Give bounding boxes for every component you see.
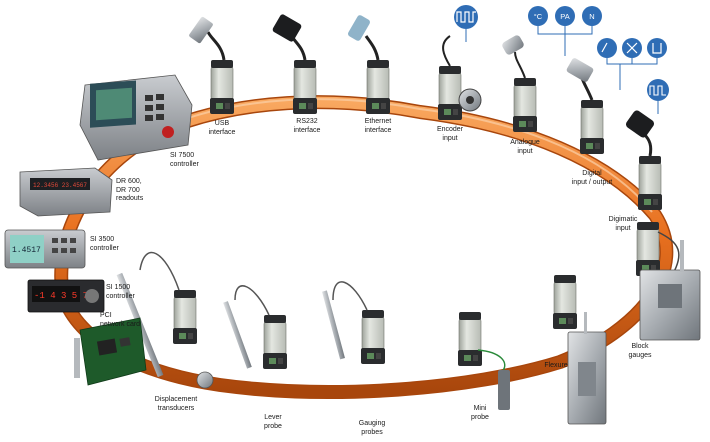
- gauging-probe-module: [322, 281, 386, 365]
- lever-probe-module: [223, 285, 288, 370]
- analogue-label: Analogue input: [510, 139, 540, 155]
- temperature-icon: [528, 6, 548, 26]
- network-ring-highlight: [167, 98, 653, 213]
- switch-icon: [597, 38, 617, 58]
- mini-probe-icon: [498, 370, 510, 410]
- analogue-sensor-icon: [502, 35, 524, 55]
- digimatic-module: [626, 110, 663, 211]
- usb-module: [189, 16, 235, 115]
- force-symbol: N: [589, 12, 595, 21]
- pci-network-card: [74, 317, 147, 386]
- rj45-plug-icon: [348, 15, 370, 41]
- gauging-probe-icon: [322, 290, 345, 360]
- relay-icon: [647, 38, 667, 58]
- displacement-label: Displacement transducers: [154, 396, 198, 412]
- ethernet-label: Ethernet interface: [364, 118, 392, 134]
- si7500-controller: [79, 74, 193, 161]
- rs232-module: [272, 14, 318, 115]
- si3500-label: SI 3500 controller: [90, 236, 119, 252]
- digital-io-label: Digital input / output: [571, 170, 613, 186]
- rs232-label: RS232 interface: [293, 118, 321, 134]
- db9-connector-icon: [272, 14, 302, 42]
- pci-label: PCI network card: [100, 312, 141, 328]
- block-gauge-device: [639, 240, 701, 341]
- sensor-icon-group-top: [528, 6, 602, 56]
- digital-io-module: [566, 58, 605, 155]
- flexure-module: [552, 274, 578, 330]
- gauging-probes-label: Gauging probes: [358, 420, 386, 436]
- digimatic-connector-icon: [626, 110, 654, 138]
- dr600-readout-device: 12.3456 23.4567: [19, 167, 113, 217]
- digimatic-label: Digimatic input: [608, 216, 638, 232]
- digital-io-connector-icon: [566, 58, 594, 82]
- dr600-label: DR 600, DR 700 readouts: [116, 178, 144, 202]
- mini-probe-module: [457, 311, 510, 410]
- encoder-signal-icon: [454, 5, 478, 42]
- flexure-device: [567, 312, 607, 425]
- si3500-readout-text: 1.4517: [12, 246, 41, 255]
- digital-io-icon-group: [597, 38, 667, 90]
- ethernet-module: [348, 15, 391, 115]
- si3500-controller: 1.4517: [4, 229, 86, 269]
- si1500-readout-text: -1 4 3 5 7 8: [34, 291, 99, 301]
- pressure-icon: [555, 6, 575, 26]
- usb-label: USB interface: [208, 120, 236, 136]
- dr-readout-text: 12.3456 23.4567: [33, 182, 87, 189]
- lever-probe-icon: [223, 301, 252, 369]
- flexure-label: Flexure: [544, 362, 568, 369]
- pressure-symbol: PA: [560, 12, 570, 21]
- digimatic-signal-icon: [647, 79, 669, 114]
- mini-probe-label: Mini probe: [471, 405, 489, 421]
- analogue-module: [502, 35, 538, 133]
- si1500-controller: -1 4 3 5 7 8: [27, 279, 105, 313]
- block-gauges-label: Block gauges: [628, 343, 652, 359]
- encoder-module: [437, 35, 482, 121]
- si7500-label: SI 7500 controller: [170, 152, 199, 168]
- si1500-label: SI 1500 controller: [106, 284, 135, 300]
- force-icon: [582, 6, 602, 26]
- temperature-symbol: °C: [533, 12, 543, 21]
- usb-plug-icon: [189, 16, 213, 44]
- lever-probe-label: Lever probe: [264, 414, 282, 430]
- encoder-label: Encoder input: [436, 126, 464, 142]
